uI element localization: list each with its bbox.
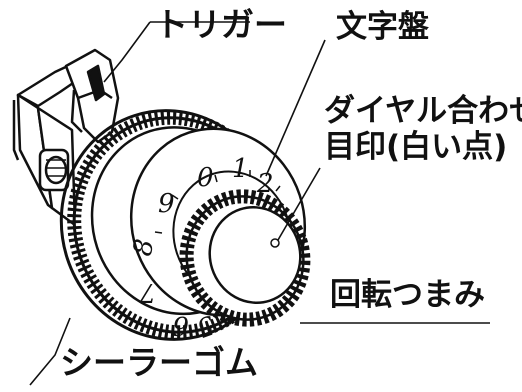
leader-mark <box>277 167 321 241</box>
leader-lines <box>29 21 490 386</box>
leader-dial <box>265 39 326 177</box>
leader-seal <box>29 317 71 386</box>
leader-trigger <box>103 21 151 83</box>
dial-number: 9 <box>158 189 175 219</box>
trigger <box>64 48 120 144</box>
dial-number: 2 <box>256 169 274 199</box>
label-dial-mark-line2: 目印(白い点) <box>324 129 508 165</box>
dial-number: 0 <box>197 163 214 193</box>
dial-number: 8 <box>128 237 160 259</box>
dial-number: 6 <box>172 310 189 340</box>
label-trigger: トリガー <box>155 5 287 44</box>
label-knob: 回転つまみ <box>330 277 485 313</box>
label-dial: 文字盤 <box>336 9 429 45</box>
bracket <box>12 56 94 227</box>
white-dot-marker <box>270 238 280 248</box>
label-seal: シーラーゴム <box>60 343 258 382</box>
label-dial-mark-line1: ダイヤル合わせ <box>324 93 522 129</box>
rotary-knob <box>179 189 311 327</box>
dial-numbers: 0 1 2 9 8 7 6 5 <box>128 154 274 342</box>
dial-number: 1 <box>232 154 249 184</box>
dial-number: 7 <box>139 277 156 307</box>
